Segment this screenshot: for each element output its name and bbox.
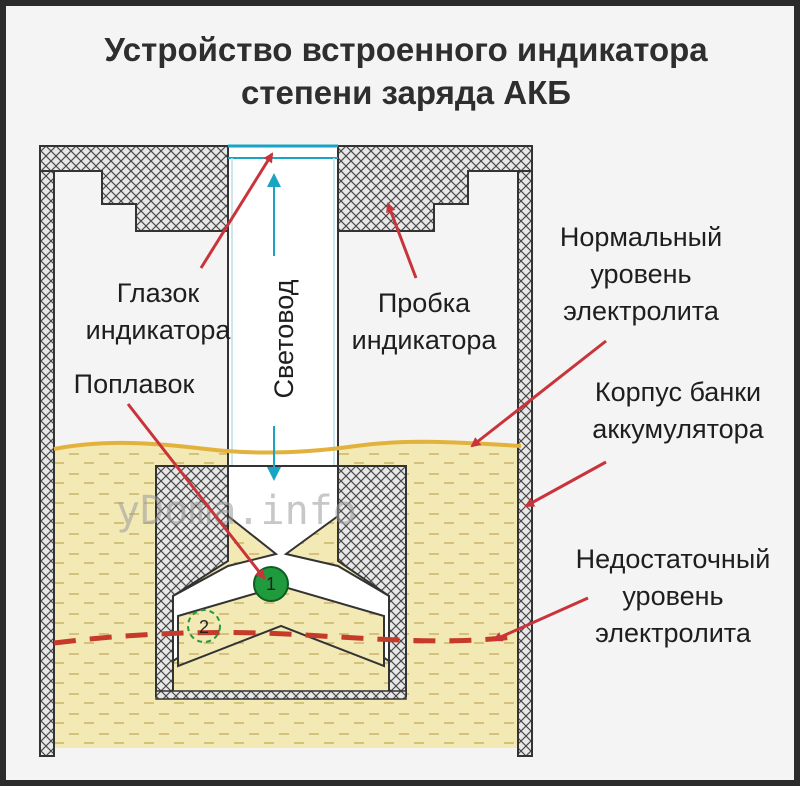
- low-level-line: [53, 629, 522, 646]
- eyepiece-arrow: [199, 152, 274, 269]
- title-line-1: Устройство встроенного индикатора: [104, 31, 708, 68]
- plug-label-line-2: индикатора: [352, 325, 498, 355]
- plug-label: Пробка индикатора: [352, 288, 498, 355]
- low-level-arrow: [492, 596, 589, 642]
- float-position-2-number: 2: [199, 617, 209, 637]
- normal-level-label: Нормальный уровень электролита: [560, 222, 722, 326]
- indicator-diagram: Устройство встроенного индикатора степен…: [39, 31, 771, 757]
- normal-level-line: [53, 439, 522, 455]
- title-line-2: степени заряда АКБ: [241, 74, 571, 111]
- light-guide-label: Световод: [269, 279, 299, 398]
- eyepiece-label: Глазок индикатора: [86, 278, 232, 345]
- low-level-label-line-3: электролита: [595, 618, 752, 648]
- normal-level-label-line-3: электролита: [563, 296, 720, 326]
- case-right-wall: [517, 145, 533, 757]
- case-label-line-2: аккумулятора: [592, 414, 764, 444]
- float-label: Поплавок: [74, 369, 195, 399]
- float-position-2: [187, 609, 221, 643]
- case-label: Корпус банки аккумулятора: [592, 377, 764, 444]
- cap-left: [39, 145, 229, 232]
- low-level-label: Недостаточный уровень электролита: [576, 544, 771, 648]
- normal-level-label-line-1: Нормальный: [560, 222, 722, 252]
- plug-arrow: [386, 202, 418, 279]
- plug-housing-bottom: [155, 690, 407, 700]
- eyepiece-label-line-1: Глазок: [117, 278, 200, 308]
- plug-label-line-1: Пробка: [378, 288, 471, 318]
- case-left-wall: [39, 145, 55, 757]
- case-label-line-1: Корпус банки: [595, 377, 761, 407]
- low-level-label-line-1: Недостаточный: [576, 544, 771, 574]
- normal-level-label-line-2: уровень: [590, 259, 691, 289]
- float-arrow: [126, 403, 266, 580]
- watermark: yDoma.info: [116, 488, 357, 534]
- light-guide: [227, 145, 339, 467]
- low-level-label-line-2: уровень: [622, 581, 723, 611]
- eyepiece-label-line-2: индикатора: [86, 315, 232, 345]
- normal-level-arrow: [470, 339, 607, 448]
- indicator-plug-top: [337, 145, 533, 232]
- case-arrow: [524, 460, 607, 508]
- float-position-1-number: 1: [266, 574, 276, 594]
